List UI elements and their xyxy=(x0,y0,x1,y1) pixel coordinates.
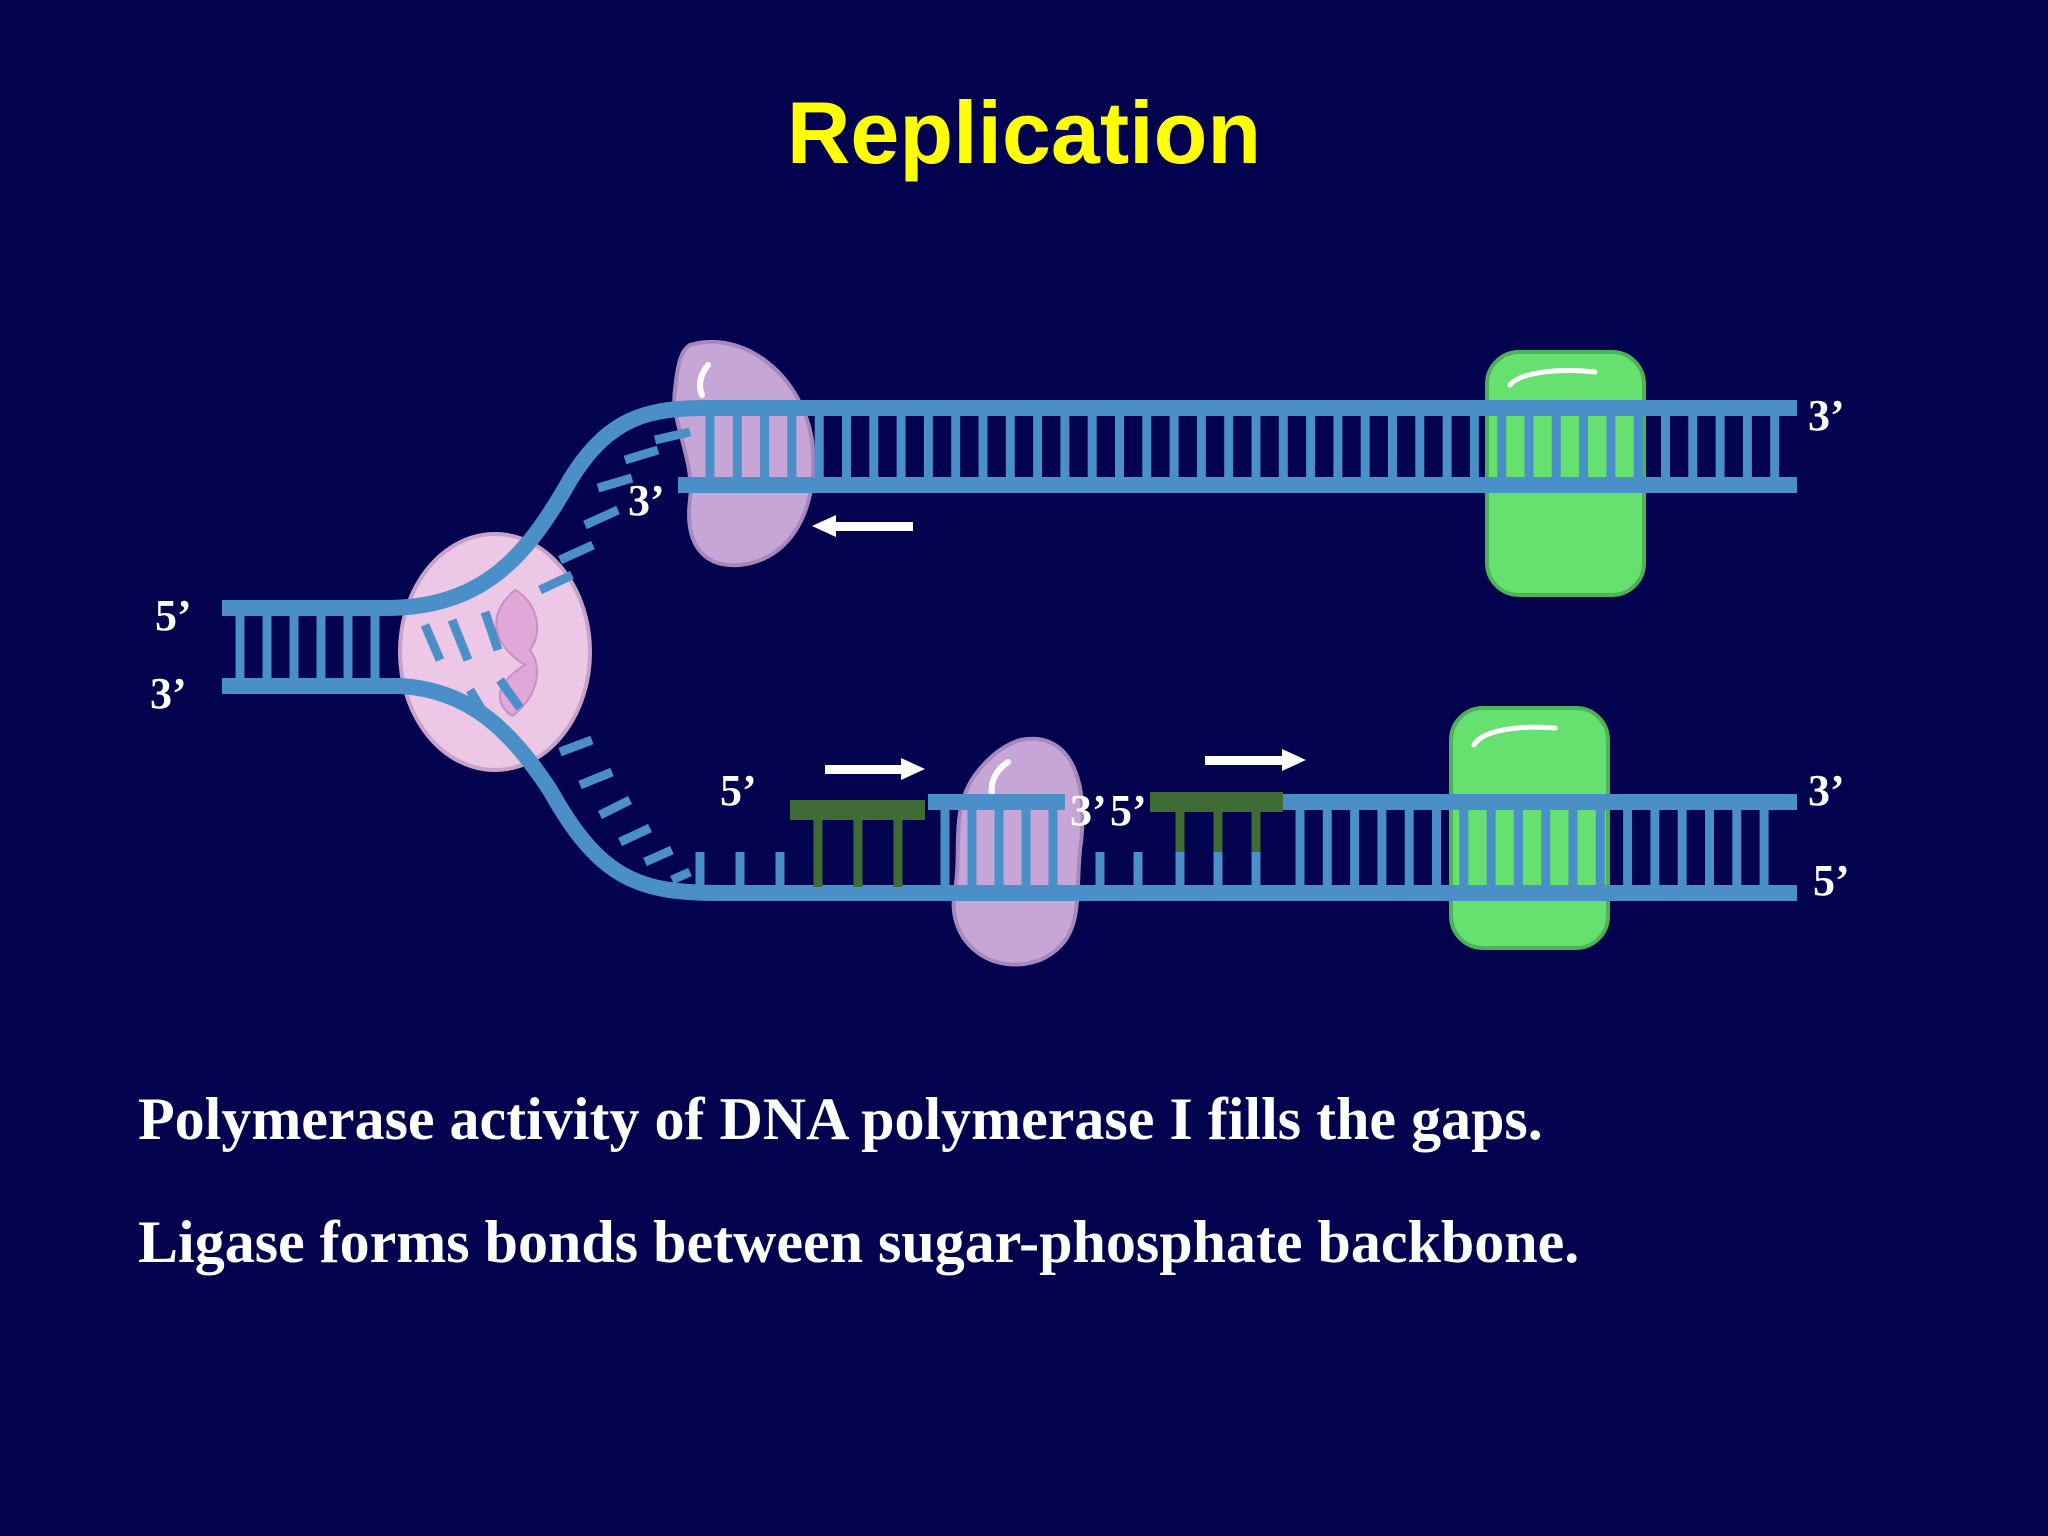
label-3prime-lagging-right: 3’ xyxy=(1808,766,1845,815)
base-pair-rung xyxy=(480,610,503,652)
label-5prime-primer: 5’ xyxy=(720,766,757,815)
base-pair-rung xyxy=(578,767,614,790)
label-3prime-parent-bottom: 3’ xyxy=(150,669,187,718)
parental-bottom-strand xyxy=(222,678,1797,901)
label-3prime-gap: 3’ xyxy=(1070,786,1107,835)
base-pair-rung xyxy=(558,735,594,757)
rna-primers xyxy=(790,792,1283,820)
ssb-protein-top xyxy=(1485,350,1646,597)
base-pair-rung xyxy=(558,540,595,565)
label-5prime-gap: 5’ xyxy=(1110,786,1147,835)
base-pair-rung xyxy=(623,445,660,465)
slide-title: Replication xyxy=(786,83,1262,182)
ssb-protein-bottom xyxy=(1449,706,1610,950)
base-pair-rung xyxy=(496,677,524,711)
leading-direction-arrow xyxy=(812,515,913,537)
base-pair-rung xyxy=(420,623,445,662)
caption-ligase: Ligase forms bonds between sugar-phospha… xyxy=(138,1209,1580,1275)
lagging-arrow-left xyxy=(825,758,925,780)
base-pair-rung xyxy=(643,845,674,867)
caption-polymerase: Polymerase activity of DNA polymerase I … xyxy=(138,1086,1543,1152)
label-5prime-lagging-right: 5’ xyxy=(1813,856,1850,905)
base-pair-rung xyxy=(596,473,634,493)
base-pair-rung xyxy=(466,687,492,723)
base-pair-rungs xyxy=(235,414,1780,887)
base-pair-rung xyxy=(618,823,652,847)
dna-backbones xyxy=(222,400,1797,901)
label-5prime-parent-top: 5’ xyxy=(155,591,192,640)
base-pair-rung xyxy=(597,795,633,820)
base-pair-rung xyxy=(670,867,692,885)
base-pair-rung xyxy=(653,427,692,445)
base-pair-rung xyxy=(538,570,574,595)
base-pair-rung xyxy=(447,618,473,662)
label-3prime-leading-right: 3’ xyxy=(1808,391,1845,440)
base-pair-rung xyxy=(583,505,620,530)
polymerase-leading xyxy=(672,339,816,568)
lagging-arrow-right xyxy=(1205,749,1306,771)
parental-top-strand xyxy=(222,400,1797,616)
label-3prime-leading-inner: 3’ xyxy=(628,476,665,525)
